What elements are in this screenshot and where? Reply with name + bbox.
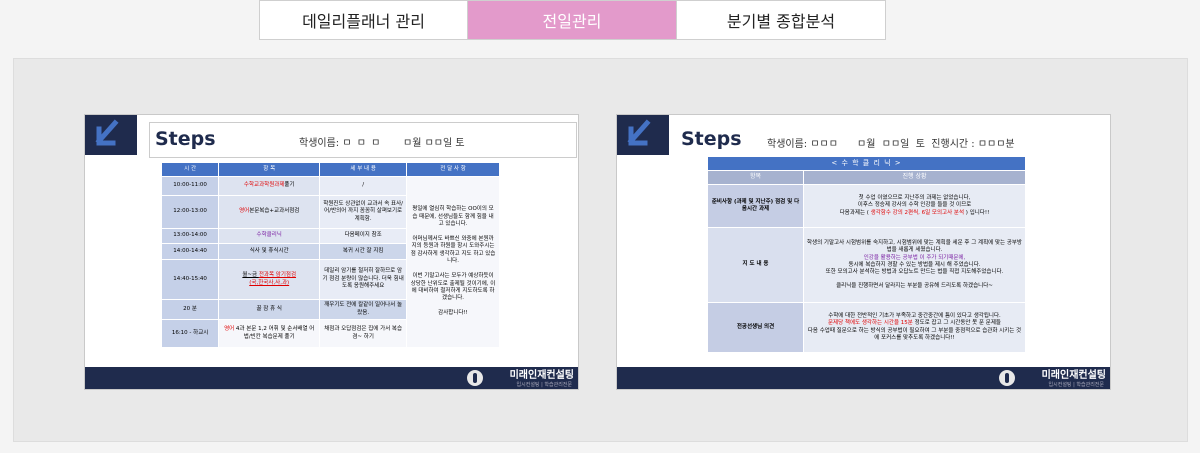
row-value-teacher-opinion: 수학에 대한 전반적인 기초가 부족하고 중간중간에 틈이 있다고 생각됩니다.… bbox=[803, 302, 1026, 353]
student-info: 학생이름: ㅁㅁㅁ ㅁ월 ㅁㅁ일 토 진행시간 : ㅁㅁㅁ분 bbox=[767, 139, 1015, 150]
company-name: 미래인재컨설팅 bbox=[509, 370, 574, 381]
clinic-table-title: < 수 학 클 리 닉 > bbox=[707, 156, 1026, 171]
slide-title: Steps bbox=[155, 128, 216, 150]
col-header-progress: 진행 상황 bbox=[803, 170, 1026, 185]
company-tagline: 입시컨설팅 | 학습관리전문 bbox=[1048, 382, 1104, 388]
tab-quarterly-analysis[interactable]: 분기별 종합분석 bbox=[677, 0, 886, 40]
table-cell-detail: 깨우기도 전에 칼같이 일어나서 놀랐음. bbox=[319, 299, 408, 320]
col-header-time: 시 간 bbox=[160, 162, 220, 177]
table-cell-time: 10:00-11:00 bbox=[160, 176, 220, 196]
table-cell-time: 13:00-14:00 bbox=[160, 228, 220, 244]
col-header-item: 항목 bbox=[707, 170, 804, 185]
table-cell-item: 수학교과학원과제풀기 bbox=[218, 176, 321, 196]
table-cell-item: 수학클리닉 bbox=[218, 228, 321, 244]
tab-daily-planner[interactable]: 데일리플래너 관리 bbox=[259, 0, 468, 40]
table-cell-item: 식사 및 휴식시간 bbox=[218, 243, 321, 260]
slide-title: Steps bbox=[681, 128, 742, 150]
col-header-item: 항 목 bbox=[218, 162, 321, 177]
schedule-table: 시 간 항 목 세 부 내 용 전 달 사 항 10:00-11:00 수학교과… bbox=[160, 162, 500, 348]
slide-footer: 미래인재컨설팅 입시컨설팅 | 학습관리전문 bbox=[617, 367, 1110, 389]
company-name: 미래인재컨설팅 bbox=[1041, 370, 1106, 381]
table-cell-item: 월~금 전과목 암기점검(국,한국사,사,과) bbox=[218, 259, 321, 300]
table-cell-detail: / bbox=[319, 176, 408, 196]
table-cell-detail: 채점과 오답점검은 집에 가서 복습 겸~ 하기 bbox=[319, 319, 408, 348]
col-header-notes: 전 달 사 항 bbox=[406, 162, 500, 177]
report-slide-daily: Steps 학생이름: ㅁ ㅁ ㅁ ㅁ월 ㅁㅁ일 토 시 간 항 목 세 부 내… bbox=[84, 114, 579, 390]
table-cell-item: 꿀 잠 휴 식 bbox=[218, 299, 321, 320]
company-logo-icon bbox=[999, 370, 1015, 386]
row-value-teaching: 학생의 기말고사 시험범위를 숙지하고, 시험범위에 맞는 계획을 세운 후 그… bbox=[803, 227, 1026, 303]
row-value-preparation: 첫 수업 이였으므로 지난주의 과제는 없었습니다, 이후스 정승제 강사의 수… bbox=[803, 184, 1026, 228]
table-cell-detail: 복귀 시간 잘 지킴 bbox=[319, 243, 408, 260]
company-tagline: 입시컨설팅 | 학습관리전문 bbox=[516, 382, 572, 388]
row-label-teacher-opinion: 전공선생님 의견 bbox=[707, 302, 804, 353]
arrow-icon bbox=[85, 115, 137, 155]
table-cell-time: 20 분 bbox=[160, 299, 220, 320]
teacher-notes: 평일에 열심히 학습하는 OO이의 모습 때문에, 선생님들도 함께 힘을 내고… bbox=[406, 176, 500, 348]
arrow-icon bbox=[617, 115, 669, 155]
company-logo-icon bbox=[467, 370, 483, 386]
report-slide-clinic: Steps 학생이름: ㅁㅁㅁ ㅁ월 ㅁㅁ일 토 진행시간 : ㅁㅁㅁ분 < 수… bbox=[616, 114, 1111, 390]
slide-footer: 미래인재컨설팅 입시컨설팅 | 학습관리전문 bbox=[85, 367, 578, 389]
table-cell-time: 14:40-15:40 bbox=[160, 259, 220, 300]
header-box bbox=[149, 122, 577, 158]
row-label-preparation: 준비사항 (과제 및 지난주) 점검 및 다음시간 과제 bbox=[707, 184, 804, 228]
row-label-teaching: 지 도 내 용 bbox=[707, 227, 804, 303]
table-cell-time: 16:10 - 하교시 bbox=[160, 319, 220, 348]
table-cell-detail: 데일리 암기를 철저히 잘하므로 암기 점검 분량이 많습니다. 더욱 힘내도록… bbox=[319, 259, 408, 300]
table-cell-detail: 학원진도 상관없이 교과서 속 표사/어/반의어 까지 꼼꼼히 살펴보기로 계획… bbox=[319, 195, 408, 229]
col-header-detail: 세 부 내 용 bbox=[319, 162, 408, 177]
report-date: ㅁ월 ㅁㅁ일 토 bbox=[403, 138, 465, 149]
preview-panel: Steps 학생이름: ㅁ ㅁ ㅁ ㅁ월 ㅁㅁ일 토 시 간 항 목 세 부 내… bbox=[13, 58, 1188, 442]
table-cell-item: 영어 4과 본문 1,2 어휘 및 순서배열 어법/빈칸 복습문제 풀기 bbox=[218, 319, 321, 348]
tab-bar: 데일리플래너 관리 전일관리 분기별 종합분석 bbox=[259, 0, 886, 40]
table-cell-time: 12:00-13:00 bbox=[160, 195, 220, 229]
table-cell-item: 영어본문복습+교과서점검 bbox=[218, 195, 321, 229]
tab-previous-day[interactable]: 전일관리 bbox=[468, 0, 677, 40]
clinic-table: < 수 학 클 리 닉 > 항목 진행 상황 준비사항 (과제 및 지난주) 점… bbox=[707, 156, 1026, 353]
table-cell-detail: 다음페이지 참조 bbox=[319, 228, 408, 244]
student-name: 학생이름: ㅁ ㅁ ㅁ bbox=[299, 138, 382, 149]
table-cell-time: 14:00-14:40 bbox=[160, 243, 220, 260]
